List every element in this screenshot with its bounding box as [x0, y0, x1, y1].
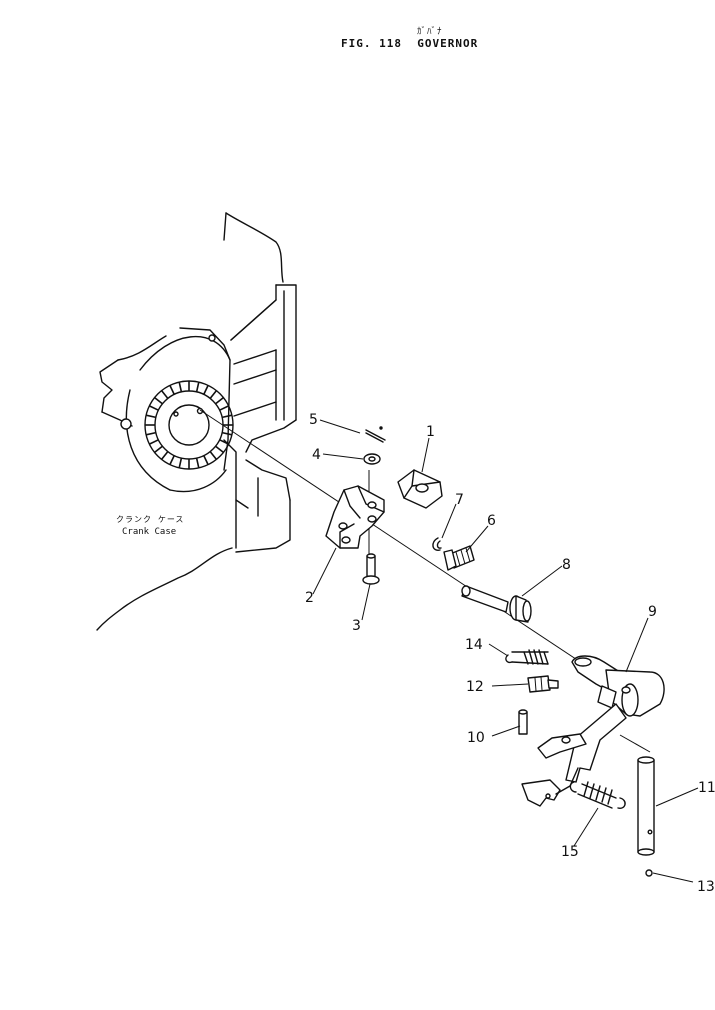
- gear-tooth: [169, 455, 175, 465]
- gear-hole: [173, 411, 179, 417]
- part-snap-ring: [432, 537, 442, 551]
- gear-tooth: [178, 457, 183, 469]
- part-shaft: [461, 585, 532, 623]
- leader-lines: [312, 419, 699, 883]
- gear-tooth: [215, 396, 224, 405]
- callout-numbers: 1 2 3 4 5 6 7 8 9 10 11 12 13 14 15: [305, 412, 715, 895]
- gear-hole: [196, 407, 204, 415]
- part-spring-lower: [569, 781, 626, 809]
- callout-13: 13: [697, 879, 715, 895]
- gear-tooth: [209, 451, 218, 460]
- gear-tooth: [145, 431, 157, 436]
- gear-tooth: [219, 439, 229, 445]
- callout-14: 14: [465, 637, 483, 653]
- callout-15: 15: [561, 844, 579, 860]
- gear-tooth: [169, 385, 175, 395]
- figure-number: FIG. 118: [341, 37, 402, 50]
- callout-3: 3: [352, 618, 361, 634]
- part-small-pin: [518, 709, 528, 735]
- callout-5: 5: [309, 412, 318, 428]
- gear-tooth: [209, 390, 218, 399]
- crank-case-label-jp: クランク ケース: [116, 515, 185, 524]
- gear-tooth: [221, 431, 233, 436]
- callout-2: 2: [305, 590, 314, 606]
- crank-case-label-en: Crank Case: [122, 527, 177, 537]
- gear-tooth: [160, 390, 169, 399]
- callout-8: 8: [562, 557, 571, 573]
- flange-bolt-hole: [208, 334, 216, 342]
- assembly-centerline: [199, 409, 601, 676]
- gear-tooth: [145, 414, 157, 419]
- gear-tooth: [149, 405, 159, 411]
- callout-11: 11: [698, 780, 715, 796]
- gear-tooth: [195, 381, 200, 393]
- assembly-centerline: [619, 734, 651, 753]
- callout-12: 12: [466, 679, 484, 695]
- part-governor-lever: [521, 655, 665, 807]
- part-washer: [363, 453, 381, 465]
- part-lever-shaft: [637, 756, 655, 856]
- part-adjust-screw: [527, 675, 559, 693]
- gear-tooth: [149, 439, 159, 445]
- gear-tooth: [215, 445, 224, 454]
- governor-gear: [144, 380, 234, 470]
- part-clevis-pin: [362, 553, 380, 585]
- part-cotter-pin: [365, 426, 386, 443]
- part-bracket: [325, 485, 385, 549]
- callout-7: 7: [455, 492, 464, 508]
- gear-tooth: [154, 445, 163, 454]
- figure-title: FIG. 118 GOVERNOR: [341, 37, 478, 50]
- part-governor-weight: [397, 469, 443, 509]
- part-e-ring: [645, 869, 653, 877]
- callout-1: 1: [426, 424, 435, 440]
- gear-tooth: [221, 414, 233, 419]
- part-bolt: [443, 545, 475, 571]
- callout-6: 6: [487, 513, 496, 529]
- gear-teeth: [145, 381, 233, 469]
- gear-tooth: [203, 385, 209, 395]
- callout-9: 9: [648, 604, 657, 620]
- callout-10: 10: [467, 730, 485, 746]
- gear-tooth: [203, 455, 209, 465]
- flange-bolt-head: [120, 418, 132, 430]
- gear-tooth: [195, 457, 200, 469]
- figure-name: GOVERNOR: [417, 37, 479, 50]
- gear-tooth: [219, 405, 229, 411]
- part-spring-upper: [505, 649, 549, 665]
- callout-4: 4: [312, 447, 321, 463]
- gear-tooth: [154, 396, 163, 405]
- title-kana: ｶﾞﾊﾞﾅ: [417, 27, 443, 37]
- gear-tooth: [178, 381, 183, 393]
- crank-case-housing: [96, 212, 297, 631]
- gear-tooth: [160, 451, 169, 460]
